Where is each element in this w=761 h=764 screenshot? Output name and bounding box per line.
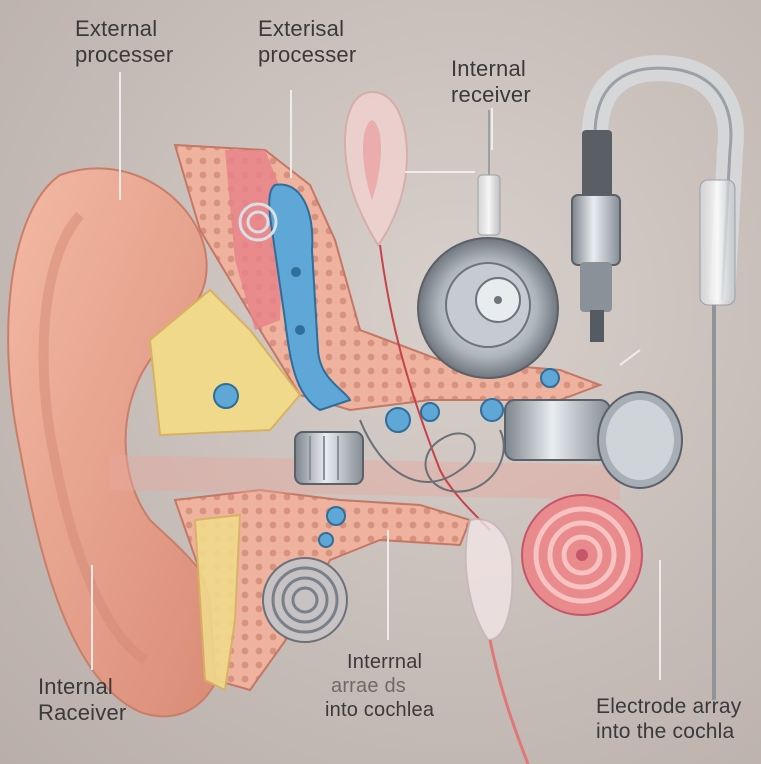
label-external-processor-2: Exterisal processer: [258, 16, 357, 67]
label-internal-receiver-bottom: Internal Raceiver: [38, 674, 127, 725]
label-external-processor-1: External processer: [75, 16, 174, 67]
label-electrode-array: Electrode array into the cochla: [596, 695, 742, 743]
external-earpiece: [343, 90, 491, 531]
microphone: [504, 391, 683, 489]
receiver-coil: [262, 557, 348, 643]
label-internal-array: Interrnal arrae ds into cochlea: [325, 651, 435, 721]
temporal-bone-lower: [173, 488, 472, 692]
electrode-contacts: [213, 368, 560, 548]
implant-blue-part: [238, 183, 352, 412]
magnet-coil: [294, 431, 364, 485]
electrode-lead: [571, 55, 744, 700]
wires: [359, 419, 505, 493]
ear-canal: [110, 455, 620, 500]
pinna: [7, 167, 227, 718]
label-internal-receiver-top: Internal receiver: [451, 56, 531, 107]
cochlea: [521, 494, 643, 616]
leader-lines: [91, 72, 661, 680]
internal-receiver-disc: [417, 110, 559, 379]
electrode-tube: [464, 518, 530, 764]
